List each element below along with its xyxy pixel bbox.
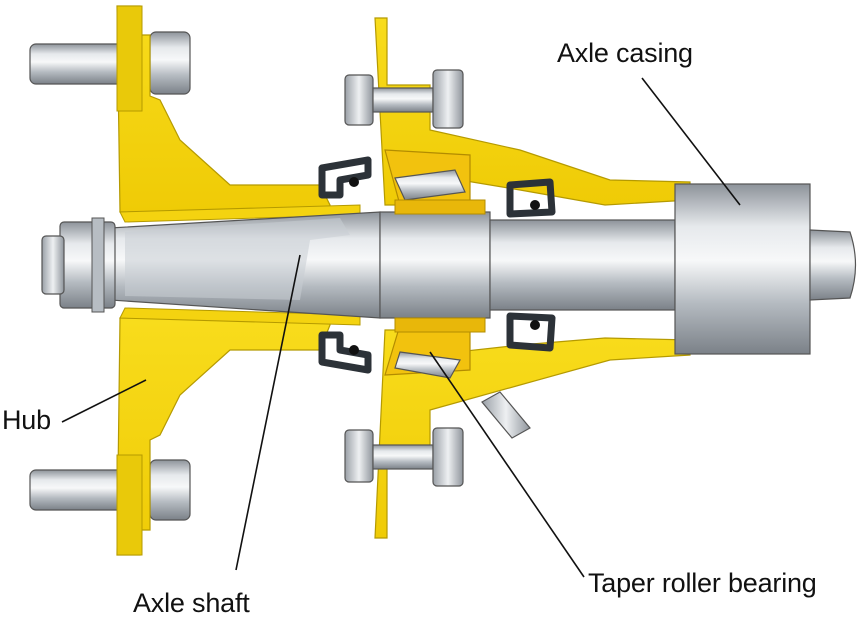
- oil-seal-inner-top: [506, 178, 556, 218]
- wheel-stud-bottom: [29, 459, 191, 521]
- taper-roller-bearing-top: [384, 149, 486, 215]
- oil-seal-inner-bottom: [506, 312, 556, 352]
- flange-bolt-bottom: [344, 427, 464, 487]
- label-hub: Hub: [2, 405, 51, 435]
- leader-taper-roller-bearing: [429, 351, 585, 578]
- leader-hub: [61, 379, 147, 423]
- oil-seal-outer-bottom: [318, 331, 372, 374]
- hub-body: [116, 5, 361, 556]
- label-taper-roller-bearing: Taper roller bearing: [588, 568, 817, 598]
- axle-shaft: [41, 183, 857, 355]
- grease-nipple: [481, 391, 531, 439]
- wheel-stud-top: [29, 31, 191, 95]
- leader-axle-casing: [641, 77, 741, 206]
- label-axle-shaft: Axle shaft: [133, 588, 250, 618]
- leader-axle-shaft: [235, 254, 301, 571]
- leader-lines: [61, 77, 741, 578]
- oil-seal-outer-top: [318, 156, 372, 199]
- label-axle-casing: Axle casing: [557, 38, 693, 68]
- flange-bolt-top: [344, 69, 464, 129]
- taper-roller-bearing-bottom: [384, 317, 486, 379]
